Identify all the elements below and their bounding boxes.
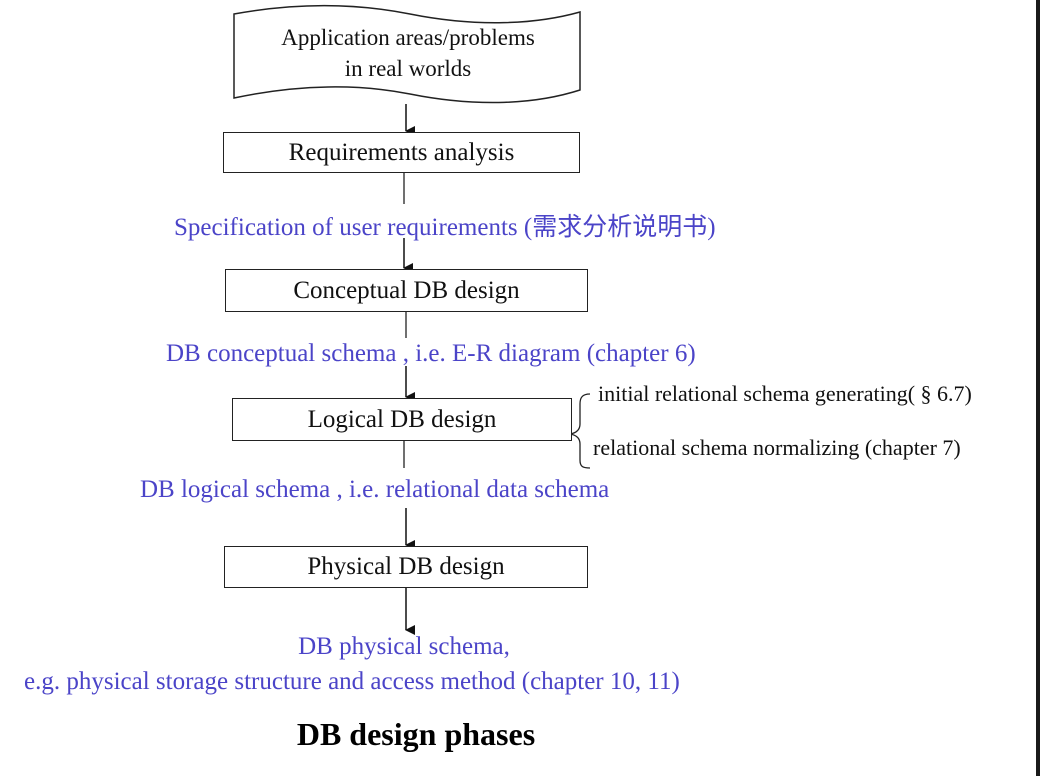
phase-logical-db-design: Logical DB design [232,398,572,441]
output-logical-schema: DB logical schema , i.e. relational data… [140,476,610,503]
source-node-line2: in real worlds [344,56,472,81]
output-physical-schema-line1: DB physical schema, [298,633,510,660]
source-node: Application areas/problems in real world… [236,22,580,84]
source-document-shape [233,5,581,104]
phase-conceptual-db-design: Conceptual DB design [225,269,588,312]
diagram-title: DB design phases [296,716,536,752]
note-relational-schema-normalizing: relational schema normalizing (chapter 7… [593,435,961,460]
window-edge [1036,0,1040,776]
source-node-line1: Application areas/problems [281,25,535,50]
output-conceptual-schema: DB conceptual schema , i.e. E-R diagram … [166,340,696,367]
output-physical-schema-line2: e.g. physical storage structure and acce… [24,668,680,695]
phase-requirements-analysis: Requirements analysis [223,132,580,173]
phase-physical-db-design: Physical DB design [224,546,588,588]
brace-icon [569,393,591,469]
note-initial-relational-schema: initial relational schema generating( § … [598,381,972,406]
output-user-requirements-spec: Specification of user requirements (需求分析… [174,214,716,241]
